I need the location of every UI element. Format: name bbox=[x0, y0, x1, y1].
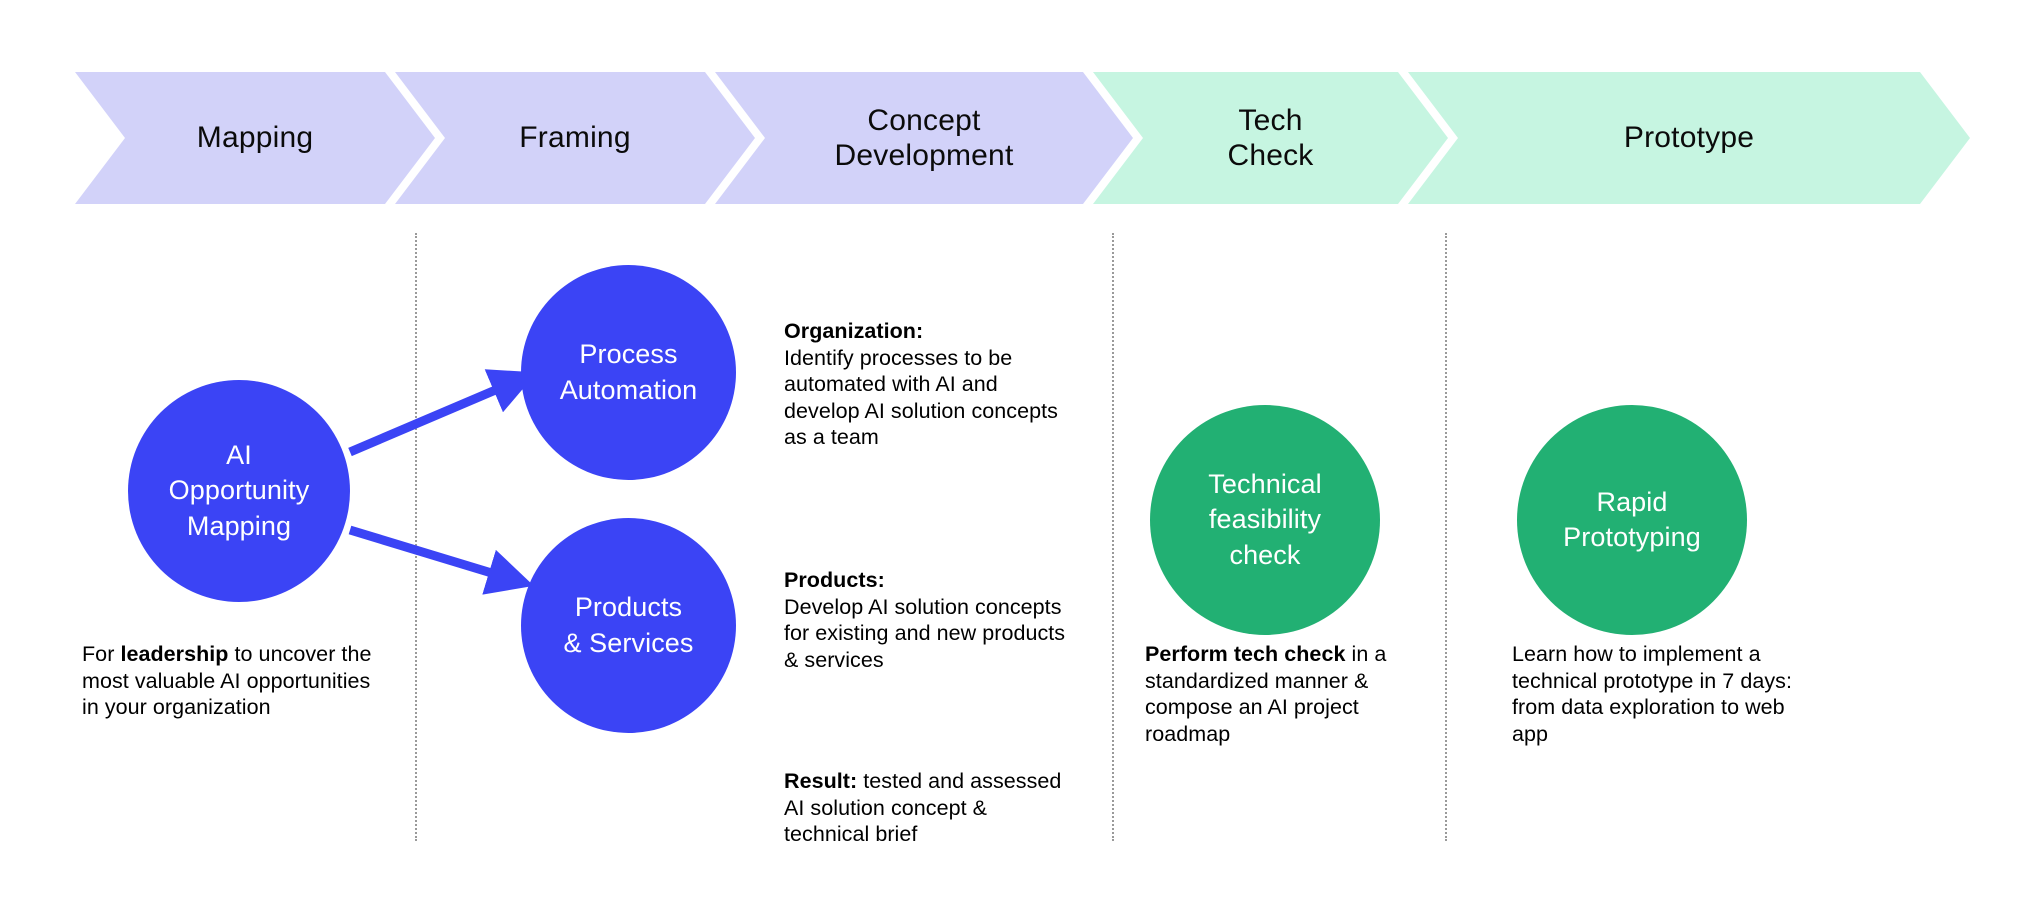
caption-mapping-lead: For bbox=[82, 642, 121, 666]
chevron-shape-concept-development bbox=[715, 72, 1133, 204]
phase-chevron-prototype[interactable]: Prototype bbox=[1408, 72, 1970, 204]
phase-label-concept-development: Concept Development bbox=[834, 103, 1014, 172]
chevron-shape-framing bbox=[395, 72, 755, 204]
phase-label-mapping: Mapping bbox=[196, 121, 314, 155]
note-products-body: Develop AI solution concepts for existin… bbox=[784, 594, 1066, 672]
phase-chevron-mapping[interactable]: Mapping bbox=[75, 72, 435, 204]
node-label-technical-feasibility-check: Technical feasibility check bbox=[1208, 469, 1322, 570]
node-technical-feasibility-check[interactable]: Technical feasibility check bbox=[1150, 405, 1380, 635]
caption-mapping-rest: to uncover the most valuable AI opportun… bbox=[82, 642, 372, 719]
phase-chevron-framing[interactable]: Framing bbox=[395, 72, 755, 204]
note-products: Products: Develop AI solution concepts f… bbox=[784, 567, 1069, 673]
node-products-services[interactable]: Products & Services bbox=[521, 518, 736, 733]
note-result-head: Result: bbox=[784, 769, 858, 793]
phase-chevron-concept-development[interactable]: Concept Development bbox=[715, 72, 1133, 204]
divider-prototype bbox=[1445, 233, 1447, 841]
note-result-body: tested and assessed AI solution concept … bbox=[784, 769, 1062, 846]
caption-tech-check: Perform tech check in a standardized man… bbox=[1145, 641, 1420, 747]
note-products-head: Products: bbox=[784, 568, 885, 592]
divider-tech-check bbox=[1112, 233, 1114, 841]
node-process-automation[interactable]: Process Automation bbox=[521, 265, 736, 480]
arrow-to-products-services bbox=[348, 525, 534, 595]
chevron-shape-mapping bbox=[75, 72, 435, 204]
caption-mapping: For leadership to uncover the most valua… bbox=[82, 641, 382, 721]
caption-tech-check-rest: in a standardized manner & compose an AI… bbox=[1145, 642, 1387, 746]
node-label-ai-opportunity-mapping: AI Opportunity Mapping bbox=[168, 440, 310, 541]
phase-label-framing: Framing bbox=[519, 121, 631, 155]
caption-prototype-text: Learn how to implement a technical proto… bbox=[1512, 642, 1792, 746]
phase-label-tech-check: Tech Check bbox=[1227, 103, 1314, 172]
node-label-products-services: Products & Services bbox=[563, 592, 694, 658]
note-organization: Organization: Identify processes to be a… bbox=[784, 318, 1064, 451]
caption-prototype: Learn how to implement a technical proto… bbox=[1512, 641, 1792, 747]
node-rapid-prototyping[interactable]: Rapid Prototyping bbox=[1517, 405, 1747, 635]
chevron-shape-prototype bbox=[1408, 72, 1970, 204]
note-organization-head: Organization: bbox=[784, 319, 924, 343]
phase-banner: Mapping Framing Concept Development Tech… bbox=[75, 72, 1970, 204]
caption-mapping-bold: leadership bbox=[120, 642, 229, 666]
phase-label-prototype: Prototype bbox=[1623, 121, 1755, 155]
node-label-process-automation: Process Automation bbox=[559, 339, 698, 405]
arrow-to-process-automation bbox=[348, 369, 537, 457]
phase-chevron-tech-check[interactable]: Tech Check bbox=[1093, 72, 1448, 204]
node-label-rapid-prototyping: Rapid Prototyping bbox=[1563, 486, 1701, 552]
chevron-shape-tech-check bbox=[1093, 72, 1448, 204]
divider-framing bbox=[415, 233, 417, 841]
caption-tech-check-bold: Perform tech check bbox=[1145, 642, 1346, 666]
node-ai-opportunity-mapping[interactable]: AI Opportunity Mapping bbox=[128, 380, 350, 602]
note-organization-body: Identify processes to be automated with … bbox=[784, 345, 1058, 450]
note-result: Result: tested and assessed AI solution … bbox=[784, 768, 1069, 848]
